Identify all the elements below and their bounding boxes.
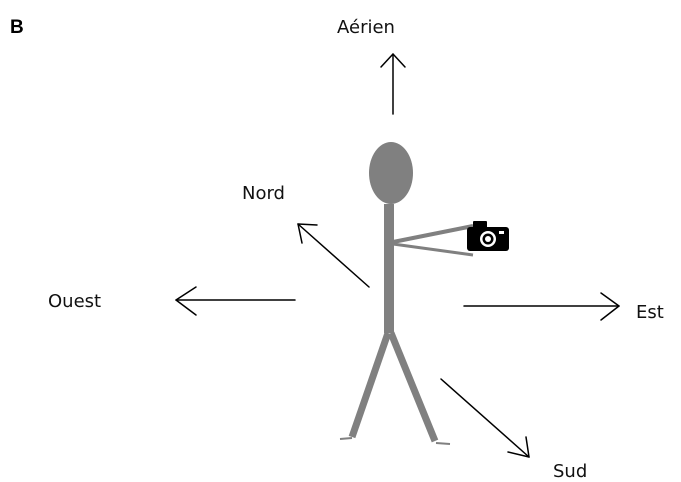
- arrow-right-est: [463, 292, 620, 321]
- label-est: Est: [636, 302, 664, 323]
- figure-upper-arm: [392, 224, 474, 244]
- arrow-sud: [440, 378, 530, 458]
- label-nord: Nord: [242, 183, 285, 204]
- figure-left-foot: [339, 437, 353, 440]
- label-ouest: Ouest: [48, 291, 102, 312]
- label-sud: Sud: [553, 461, 588, 482]
- figure-right-foot: [435, 442, 451, 445]
- label-aerien: Aérien: [337, 17, 395, 38]
- stick-figure: [339, 142, 474, 445]
- figure-head: [369, 142, 413, 204]
- figure-lower-arm: [392, 242, 474, 257]
- arrow-up-aerien: [380, 53, 406, 115]
- figure-right-leg: [387, 331, 439, 443]
- arrow-left-ouest: [175, 286, 296, 316]
- panel-label: B: [10, 17, 24, 38]
- camera-icon: [467, 221, 509, 251]
- arrow-nord: [297, 223, 370, 288]
- figure-left-leg: [348, 331, 392, 439]
